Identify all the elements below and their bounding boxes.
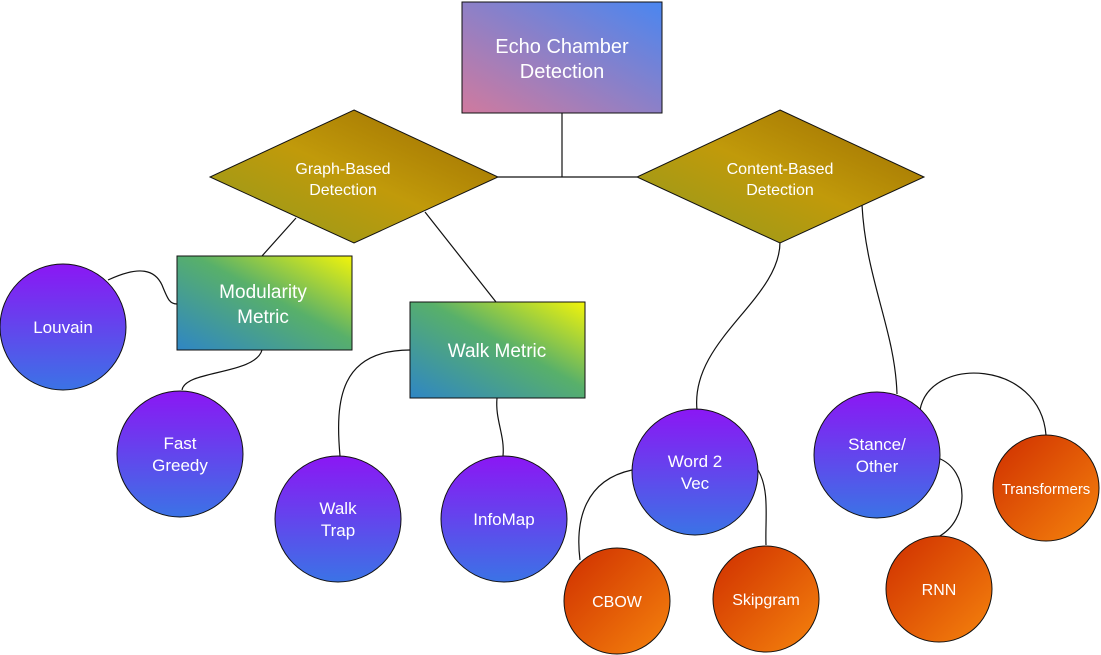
node-echo-chamber-detection-line1: Echo Chamber — [495, 36, 629, 58]
edge-content-stance — [861, 204, 898, 395]
node-fast-greedy-line2: Greedy — [152, 456, 208, 475]
node-modularity-metric-line2: Metric — [237, 307, 289, 328]
node-graph-based-detection: Graph-Based Detection — [208, 109, 500, 244]
edge-modularity-fastgreedy — [181, 349, 263, 391]
edge-modularity-louvain — [107, 270, 178, 305]
node-walk-trap-line1: Walk — [319, 499, 357, 518]
node-walk-trap-line2: Trap — [321, 521, 355, 540]
node-word2vec-line2: Vec — [681, 474, 710, 493]
node-echo-chamber-detection: Echo Chamber Detection — [461, 1, 663, 114]
node-content-based-detection-line1: Content-Based — [727, 161, 834, 178]
edge-content-word2vec — [696, 241, 781, 411]
node-word2vec: Word 2 Vec — [631, 408, 759, 536]
node-skipgram-line1: Skipgram — [732, 592, 800, 609]
node-graph-based-detection-line2: Detection — [309, 182, 377, 199]
node-stance-other: Stance/ Other — [813, 391, 941, 519]
edge-walkmetric-infomap — [496, 397, 504, 457]
node-infomap: InfoMap — [440, 455, 568, 583]
node-fast-greedy: Fast Greedy — [116, 390, 244, 518]
node-rnn: RNN — [885, 535, 993, 643]
node-transformers-line1: Transformers — [1002, 481, 1091, 498]
node-skipgram: Skipgram — [712, 545, 820, 653]
edge-graph-walkmetric — [424, 211, 497, 303]
node-cbow: CBOW — [563, 547, 671, 655]
node-modularity-metric: Modularity Metric — [176, 255, 353, 351]
edge-stance-rnn — [937, 457, 963, 538]
edges — [107, 113, 1047, 561]
node-cbow-line1: CBOW — [592, 594, 643, 611]
node-stance-other-line2: Other — [856, 457, 899, 476]
edge-graph-modularity — [261, 217, 297, 257]
node-louvain-line1: Louvain — [33, 318, 93, 337]
node-fast-greedy-line1: Fast — [163, 434, 196, 453]
edge-word2vec-skipgram — [757, 469, 767, 546]
node-modularity-metric-line1: Modularity — [219, 282, 307, 303]
edge-walkmetric-walktrap — [338, 349, 411, 457]
node-rnn-line1: RNN — [922, 582, 957, 599]
node-transformers: Transformers — [992, 434, 1100, 542]
edge-stance-transformers — [919, 372, 1047, 436]
node-graph-based-detection-line1: Graph-Based — [295, 161, 390, 178]
node-word2vec-line1: Word 2 — [668, 452, 723, 471]
edge-word2vec-cbow — [578, 469, 633, 561]
node-walk-metric-line1: Walk Metric — [448, 341, 547, 362]
node-stance-other-line1: Stance/ — [848, 435, 906, 454]
node-louvain: Louvain — [0, 263, 127, 391]
node-content-based-detection-line2: Detection — [746, 182, 814, 199]
node-infomap-line1: InfoMap — [473, 510, 534, 529]
node-content-based-detection: Content-Based Detection — [635, 109, 926, 244]
node-echo-chamber-detection-line2: Detection — [520, 61, 605, 83]
node-walk-trap: Walk Trap — [274, 455, 402, 583]
node-walk-metric: Walk Metric — [409, 301, 586, 399]
